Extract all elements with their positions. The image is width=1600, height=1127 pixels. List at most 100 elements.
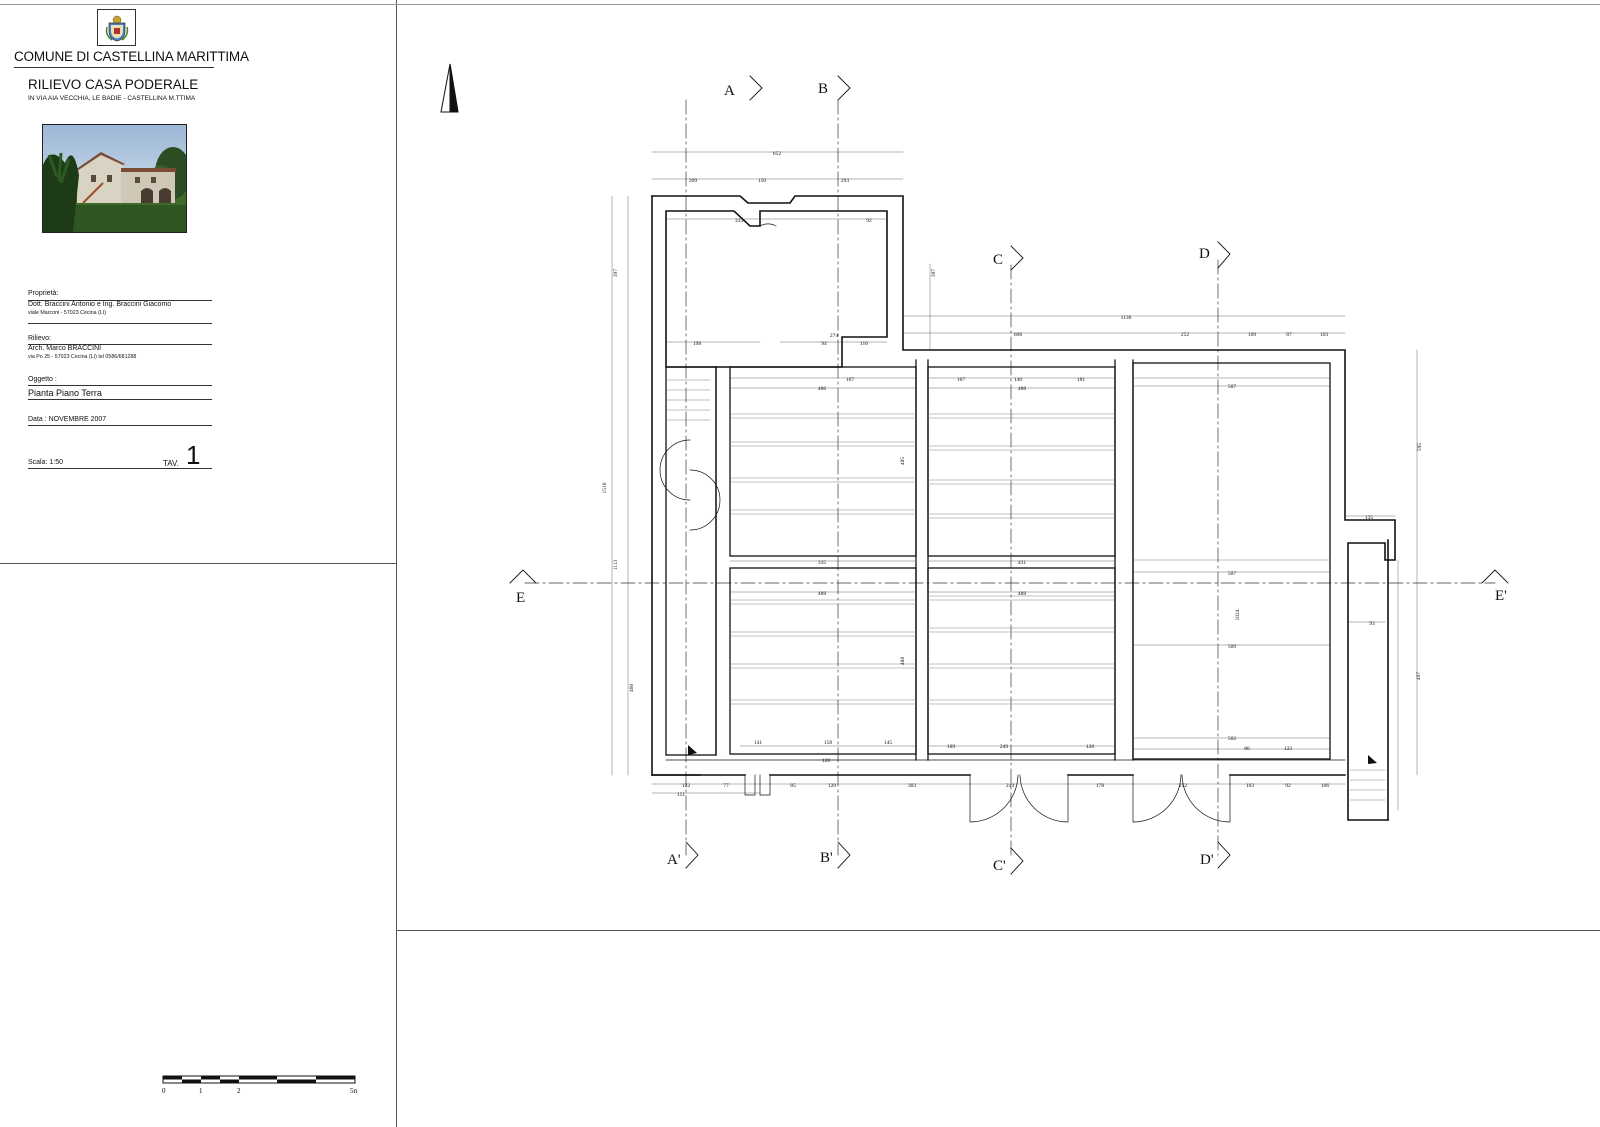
divider	[28, 399, 212, 400]
dim-293: 293	[841, 178, 850, 184]
frame-top-border	[0, 4, 1600, 5]
dim-249b: 249	[1000, 744, 1009, 750]
divider	[28, 425, 212, 426]
divider	[28, 300, 212, 301]
dim-87: 87	[1286, 332, 1292, 338]
section-label-d-prime: D'	[1200, 852, 1214, 868]
dim-485: 485	[900, 457, 906, 466]
dim-109b: 109	[947, 744, 956, 750]
dim-509: 509	[1228, 644, 1237, 650]
surveyor-name: Arch. Marco BRACCINI	[28, 345, 102, 352]
dim-488c: 488	[900, 657, 906, 666]
dim-145: 145	[884, 740, 893, 746]
dim-595: 595	[1417, 443, 1423, 452]
dim-b151: 151	[677, 792, 686, 798]
dim-1510: 1510	[602, 482, 608, 493]
dim-b122: 122	[682, 783, 691, 789]
section-label-e-prime: E'	[1495, 588, 1507, 604]
municipal-coat-of-arms-icon	[97, 9, 136, 46]
scale-tick-1: 1	[199, 1087, 203, 1095]
dim-488b: 488	[818, 591, 827, 597]
dim-397: 397	[613, 269, 619, 278]
surveyor-address: via Po 25 - 57023 Cecina (LI) tel 0586/6…	[28, 354, 137, 360]
dim-128c: 128	[822, 758, 831, 764]
dim-109: 109	[1248, 332, 1257, 338]
dim-460: 460	[629, 684, 635, 693]
dim-181: 181	[1077, 377, 1086, 383]
dim-502: 502	[1228, 736, 1237, 742]
dim-167a: 167	[846, 377, 855, 383]
dim-431: 431	[1018, 560, 1027, 566]
dim-507a: 507	[1228, 384, 1237, 390]
section-label-a-prime: A'	[667, 852, 681, 868]
owner-address: viale Marconi - 57023 Cecina (LI)	[28, 310, 107, 316]
section-label-a: A	[724, 83, 735, 99]
dim-b178: 178	[1096, 783, 1105, 789]
drawing-subtitle: IN VIA AIA VECCHIA, LE BADIE - CASTELLIN…	[28, 95, 196, 102]
survey-label: Rilievo:	[28, 335, 51, 342]
dim-150: 150	[758, 178, 767, 184]
dim-1113: 1113	[613, 559, 619, 570]
dim-507b: 507	[1228, 571, 1237, 577]
dim-1136: 1136	[1121, 315, 1132, 321]
section-label-c-prime: C'	[993, 858, 1006, 874]
section-label-c: C	[993, 252, 1003, 268]
dim-b252: 252	[1179, 783, 1188, 789]
dim-b77: 77	[723, 783, 729, 789]
frame-divider-horizontal-left	[0, 563, 397, 564]
subject-value: Pianta Piano Terra	[28, 388, 102, 398]
municipality-name: COMUNE DI CASTELLINA MARITTIMA	[14, 49, 249, 64]
section-label-b: B	[818, 81, 828, 97]
dim-b85: 85	[790, 783, 796, 789]
dim-b303: 303	[908, 783, 917, 789]
dim-141: 141	[754, 740, 763, 746]
dim-86: 86	[1244, 746, 1250, 752]
divider	[28, 385, 212, 386]
title-block: COMUNE DI CASTELLINA MARITTIMA RILIEVO C…	[0, 0, 397, 563]
dim-158: 158	[824, 740, 833, 746]
dim-209: 209	[689, 178, 698, 184]
dim-b92: 92	[1285, 783, 1291, 789]
scale-tick-2: 2	[237, 1087, 241, 1095]
dim-b106: 106	[1321, 783, 1330, 789]
dim-123: 123	[1284, 746, 1293, 752]
sheet-label: TAV.	[163, 459, 179, 468]
dim-486c: 488	[1018, 591, 1027, 597]
sheet-number: 1	[186, 440, 201, 470]
dim-1024: 1024	[1235, 609, 1241, 620]
graphic-scale-bar: 0 1 2 5m	[162, 1075, 360, 1100]
dim-335: 335	[818, 560, 827, 566]
frame-divider-horizontal-right	[397, 930, 1600, 931]
divider	[28, 344, 212, 345]
divider	[14, 67, 214, 68]
section-label-e: E	[516, 590, 525, 606]
scale-tick-5m: 5m	[350, 1087, 357, 1095]
dim-103: 103	[1320, 332, 1329, 338]
drawing-title: RILIEVO CASA PODERALE	[28, 77, 199, 92]
dim-333: 333	[735, 218, 744, 224]
dim-b103: 103	[1246, 783, 1255, 789]
dim-116: 116	[860, 341, 868, 347]
section-label-d: D	[1199, 246, 1210, 262]
dim-252: 252	[1181, 332, 1190, 338]
dim-397b: 397	[931, 269, 937, 278]
dim-488a: 488	[1018, 386, 1027, 392]
dim-274: 274	[830, 333, 839, 339]
scale-label: Scala: 1:50	[28, 459, 64, 466]
divider	[28, 468, 212, 469]
dim-140: 140	[1014, 377, 1023, 383]
subject-label: Oggetto :	[28, 376, 57, 383]
dim-652: 652	[773, 151, 782, 157]
dim-92: 92	[866, 218, 872, 224]
section-label-b-prime: B'	[820, 850, 833, 866]
floor-plan: A B C D A' B' C' D' E E' 652 209 150 293…	[398, 0, 1600, 930]
dim-93: 93	[1369, 621, 1375, 627]
dim-128b: 128	[1086, 744, 1095, 750]
divider	[28, 323, 212, 324]
dim-94: 94	[821, 341, 827, 347]
north-arrow-icon	[440, 63, 459, 113]
dim-486: 486	[818, 386, 827, 392]
dim-497: 497	[1416, 672, 1422, 681]
dim-b249: 249	[1006, 783, 1015, 789]
